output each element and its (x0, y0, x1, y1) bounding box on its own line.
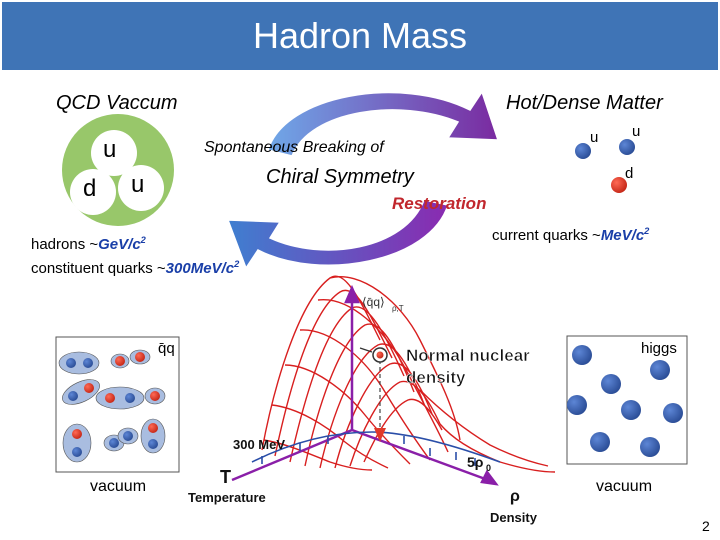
current-quark-d (611, 177, 627, 193)
current-quark-u2 (619, 139, 635, 155)
hadrons-mass-exp: 2 (140, 235, 146, 245)
quark-bubble-u2 (118, 165, 164, 211)
title-bar (2, 2, 718, 70)
hot-dense-heading: Hot/Dense Matter (506, 92, 663, 114)
left-vacuum-caption: vacuum (90, 478, 147, 495)
current-mass-label: current quarks ~ (492, 227, 601, 244)
constituent-mass-line: constituent quarks ~300MeV/c2 (31, 259, 240, 277)
hadrons-mass-line: hadrons ~GeV/c2 (31, 235, 146, 253)
mev-label: 300 MeV (233, 437, 285, 452)
hadrons-mass-value: GeV/c (98, 236, 141, 253)
quark-pairs (58, 349, 166, 463)
slide-title: Hadron Mass (252, 15, 468, 56)
constituent-mass-label: constituent quarks ~ (31, 260, 166, 277)
spontaneous-breaking-label: Spontaneous Breaking of (204, 139, 384, 156)
quark-label-u1: u (103, 136, 117, 163)
constituent-mass-exp: 2 (234, 259, 240, 269)
density-axis-word: Density (490, 510, 538, 525)
current-quark-label-d: d (625, 165, 634, 182)
qqbar-tag: q̄q (158, 340, 175, 357)
current-quark-label-u1: u (590, 129, 599, 146)
chiral-symmetry-label: Chiral Symmetry (266, 166, 414, 188)
current-quark-label-u2: u (632, 123, 641, 140)
current-mass-exp: 2 (644, 226, 650, 236)
cycle-arrow-top (267, 90, 500, 157)
current-mass-line: current quarks ~MeV/c2 (492, 226, 650, 244)
axis-ticks (261, 436, 476, 466)
normal-density-marker (359, 347, 388, 442)
constituent-mass-value: 300MeV/c (165, 260, 235, 277)
restoration-label: Restoration (392, 194, 487, 213)
rho-5-label: 5ρ (467, 454, 484, 470)
plot-axes (231, 284, 499, 486)
quark-bubble-u1 (91, 130, 137, 176)
hadrons-mass-label: hadrons ~ (31, 236, 99, 253)
quark-bubble-d (70, 169, 116, 215)
normal-density-label-1: Normal nuclear (406, 346, 530, 365)
right-vacuum-caption: vacuum (596, 478, 653, 495)
quark-label-u2: u (131, 171, 145, 198)
normal-density-label-2: density (406, 368, 466, 387)
condensate-axis-label: ⟨q̄q⟩ (362, 295, 385, 309)
qcd-vacuum-heading: QCD Vaccum (56, 92, 178, 114)
higgs-particles (567, 345, 683, 457)
rho-5-subscript: 0 (486, 463, 491, 473)
temperature-axis-word: Temperature (188, 490, 266, 505)
quark-label-d: d (83, 175, 97, 202)
page-number: 2 (702, 518, 710, 534)
higgs-tag: higgs (641, 340, 677, 357)
cycle-arrow-bottom (226, 199, 449, 270)
condensate-surface (261, 275, 556, 473)
density-axis-symbol: ρ (510, 488, 520, 505)
surface-base-curve (251, 431, 501, 463)
current-mass-value: MeV/c (600, 227, 645, 244)
temperature-axis-symbol: T (220, 467, 231, 487)
condensate-axis-subscript: ρ,T (392, 304, 404, 313)
current-quark-u1 (575, 143, 591, 159)
